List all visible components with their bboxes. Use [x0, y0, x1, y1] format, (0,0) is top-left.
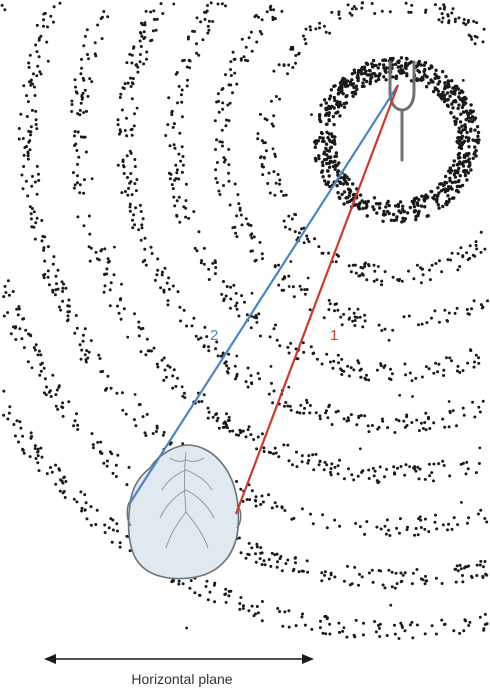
- horizontal-plane-caption: Horizontal plane: [131, 671, 232, 687]
- arrow-right-icon: [302, 654, 314, 664]
- sound-path-1: [234, 84, 400, 515]
- hair-texture: [159, 451, 215, 549]
- sound-wavefronts: [0, 1, 489, 640]
- head-top-view-icon: [126, 444, 242, 580]
- arrow-left-icon: [44, 654, 56, 664]
- tuning-fork-icon: [388, 60, 416, 162]
- sound-path-2: [129, 84, 399, 504]
- path-1-label: 1: [330, 327, 338, 344]
- path-2-label: 2: [210, 327, 218, 344]
- head-outline: [127, 444, 240, 580]
- horizontal-plane-axis: [44, 654, 314, 664]
